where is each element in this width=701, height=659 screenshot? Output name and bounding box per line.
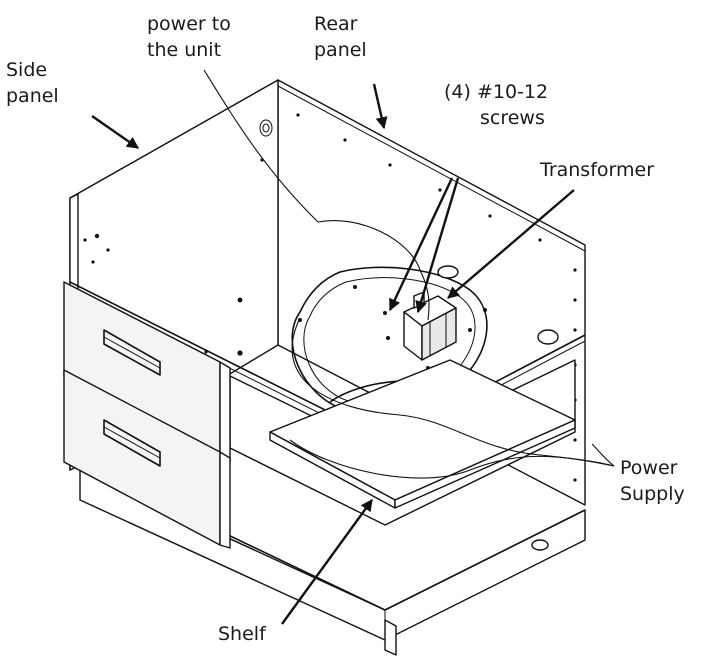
label-transformer: Transformer [539, 159, 654, 181]
label-shelf: Shelf [218, 623, 267, 645]
lower-shelf [269, 359, 576, 509]
lower-drawer-handle [103, 419, 161, 467]
label-side-panel-line2: panel [6, 85, 59, 107]
label-rear-panel-line1: Rear [314, 13, 358, 35]
deck-cutout [291, 265, 559, 415]
leader-lines [91, 69, 615, 625]
side-panel-arrow [91, 115, 139, 149]
label-power-to-unit-line1: power to [147, 13, 231, 35]
lower-drawer [63, 369, 231, 549]
label-screws-line2: screws [480, 107, 545, 129]
shelf-arrow [281, 499, 373, 625]
power-cables [289, 220, 615, 479]
upper-drawer-handle [103, 329, 161, 376]
label-rear-panel-line2: panel [314, 39, 367, 61]
power-supply-leader [591, 443, 615, 467]
label-power-supply-line2: Supply [620, 483, 685, 505]
transformer-arrow [447, 189, 575, 299]
screws-arrow-2 [415, 177, 460, 314]
label-power-supply-line1: Power [620, 457, 678, 479]
label-screws-line1: (4) #10-12 [444, 81, 548, 103]
rear-panel-arrow [372, 83, 388, 130]
power-to-unit-leader [203, 69, 319, 223]
screws-arrow-1 [388, 177, 454, 312]
labels: Side panel power to the unit Rear panel … [6, 13, 685, 645]
label-power-to-unit-line2: the unit [147, 39, 221, 61]
label-side-panel-line1: Side [6, 59, 47, 81]
